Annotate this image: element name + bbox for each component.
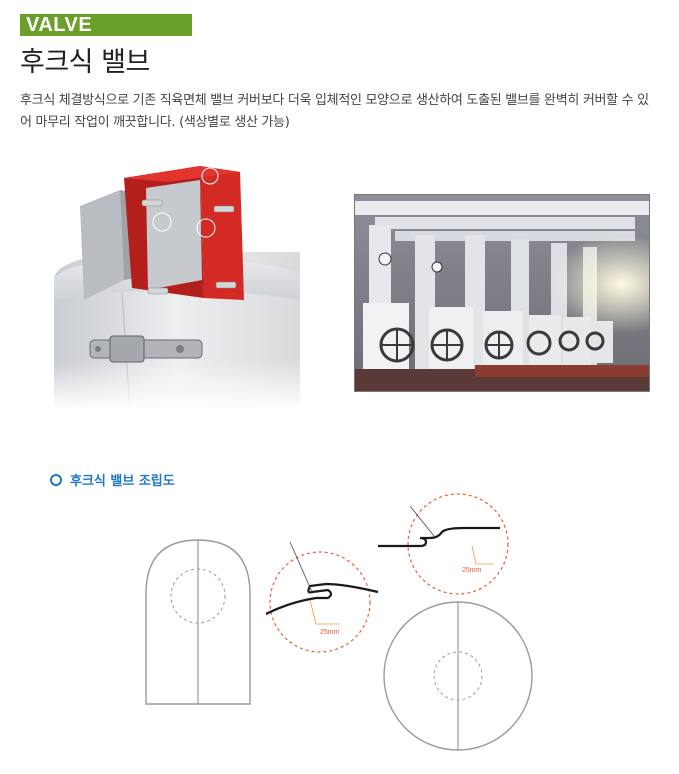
hook-detail-left [269,551,371,653]
installation-photo [354,194,650,392]
hook-detail-right [407,493,509,595]
assembly-heading: 후크식 밸브 조립도 [50,470,175,489]
dim-label-right: 25mm [462,567,482,574]
bullet-circle-icon [50,473,62,486]
assembly-diagram: 25mm 25mm [130,488,540,758]
dim-label-left: 25mm [320,629,340,636]
assembly-heading-label: 후크식 밸브 조립도 [70,474,175,489]
description-text: 후크식 체결방식으로 기존 직육면체 밸브 커버보다 더욱 입체적인 모양으로 … [20,93,649,130]
page-title: 후크식 밸브 [20,47,150,78]
category-badge: VALVE [20,14,192,36]
valve-cover-photo [50,160,310,411]
